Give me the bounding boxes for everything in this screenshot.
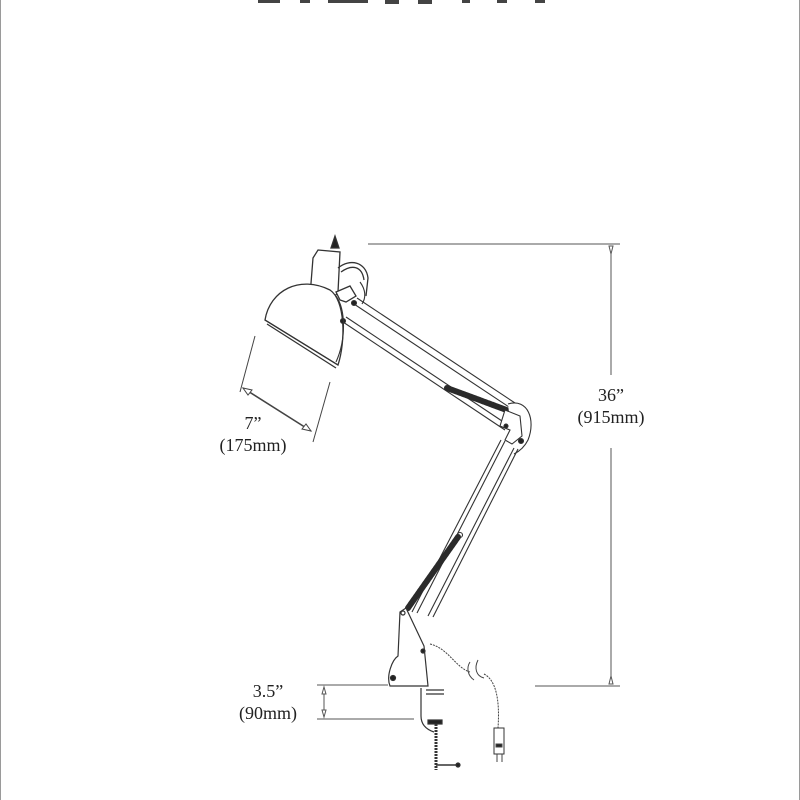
clamp-opening-label: 3.5” (90mm): [228, 680, 308, 724]
shade-diameter-label: 7” (175mm): [218, 412, 288, 456]
upper-arm: [335, 281, 516, 431]
clamp-opening-imperial: 3.5”: [252, 681, 284, 701]
lower-arm: [411, 439, 519, 618]
lower-spring: [405, 534, 461, 611]
clamp-base: [388, 607, 461, 770]
lamp-head: [264, 233, 369, 369]
elbow-joint: [499, 402, 532, 455]
shade-diameter-dimension: [239, 335, 331, 443]
overall-height-label: 36” (915mm): [566, 384, 656, 428]
overall-height-metric: (915mm): [577, 407, 645, 427]
cropped-title: [258, 0, 545, 4]
upper-spring: [444, 385, 515, 415]
height-dimension: [368, 243, 620, 687]
overall-height-imperial: 36”: [598, 385, 624, 405]
power-cord: [429, 643, 505, 762]
shade-diameter-metric: (175mm): [219, 435, 287, 455]
clamp-opening-dimension: [317, 684, 414, 720]
shade-diameter-imperial: 7”: [244, 413, 262, 433]
clamp-opening-metric: (90mm): [239, 703, 297, 723]
